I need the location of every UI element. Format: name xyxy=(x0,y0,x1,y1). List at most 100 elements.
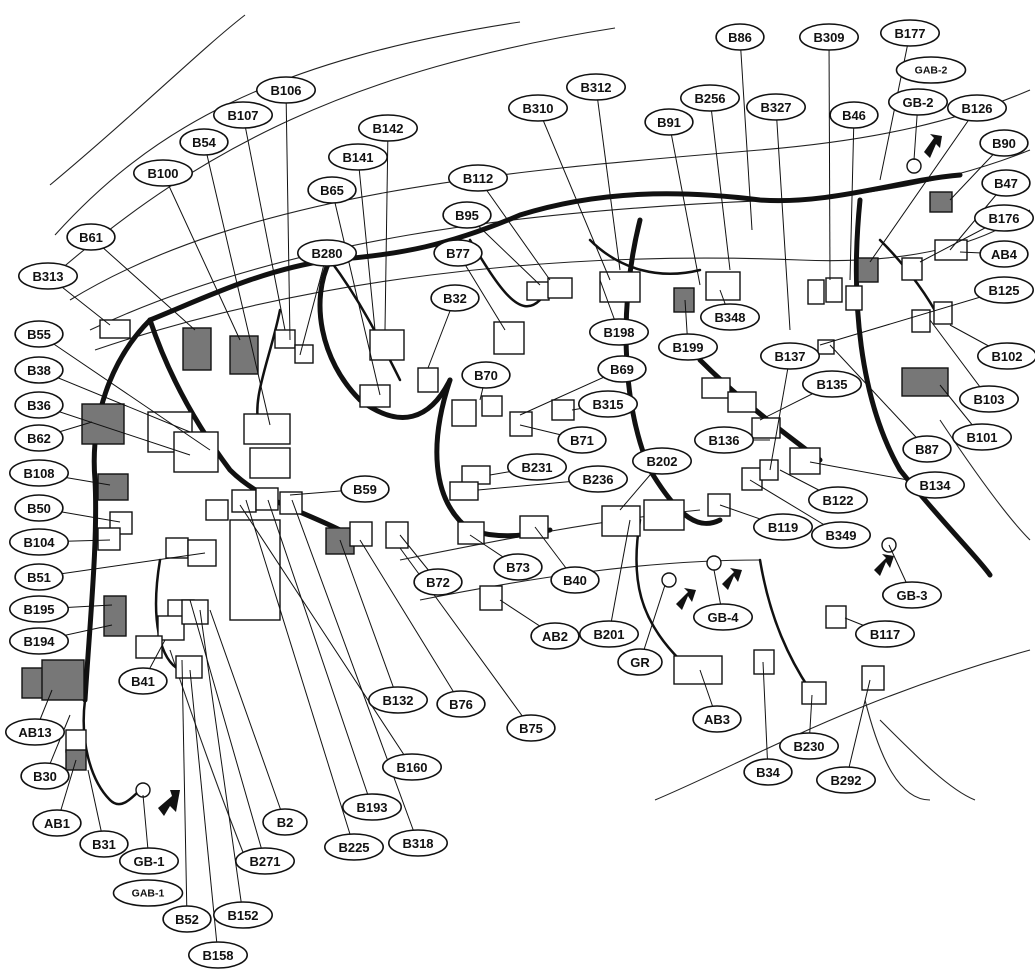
label-text: B318 xyxy=(402,836,433,851)
leader-line xyxy=(929,319,990,400)
label-ellipse xyxy=(887,88,948,116)
connector-label-b50: B50 xyxy=(14,494,64,522)
label-ellipse xyxy=(692,603,753,631)
label-text: B152 xyxy=(227,908,258,923)
label-ellipse xyxy=(506,453,567,481)
label-text: B225 xyxy=(338,840,369,855)
label-ellipse xyxy=(119,847,180,875)
connector-label-b31: B31 xyxy=(79,830,129,858)
label-ellipse xyxy=(979,240,1029,268)
connector-label-b77: B77 xyxy=(433,239,483,267)
connector-label-gb-1: GB-1 xyxy=(119,847,180,875)
label-ellipse xyxy=(699,303,760,331)
label-text: B158 xyxy=(202,948,233,963)
connector-label-b348: B348 xyxy=(699,303,760,331)
label-ellipse xyxy=(327,143,388,171)
label-text: B348 xyxy=(714,310,745,325)
label-ellipse xyxy=(14,494,64,522)
label-ellipse xyxy=(810,521,871,549)
connector-label-b72: B72 xyxy=(413,568,463,596)
leader-line xyxy=(38,333,211,451)
label-text: B309 xyxy=(813,30,844,45)
label-ellipse xyxy=(14,320,64,348)
label-text: B72 xyxy=(426,575,450,590)
label-ellipse xyxy=(387,829,448,857)
label-text: B70 xyxy=(474,368,498,383)
leader-line xyxy=(668,121,701,286)
label-ellipse xyxy=(14,391,64,419)
label-text: GR xyxy=(630,655,650,670)
label-ellipse xyxy=(631,447,692,475)
leader-line xyxy=(709,97,731,271)
label-text: B108 xyxy=(23,466,54,481)
label-text: B61 xyxy=(79,230,103,245)
label-ellipse xyxy=(759,342,820,370)
label-text: B90 xyxy=(992,136,1016,151)
leader-line xyxy=(181,659,188,920)
label-text: B102 xyxy=(991,349,1022,364)
label-ellipse xyxy=(20,762,70,790)
label-ellipse xyxy=(461,361,511,389)
label-ellipse xyxy=(493,553,543,581)
label-text: B271 xyxy=(249,854,280,869)
label-ellipse xyxy=(557,426,607,454)
leader-line xyxy=(339,539,399,701)
label-text: B160 xyxy=(396,760,427,775)
connector-label-b103: B103 xyxy=(958,385,1019,413)
connector-label-b195: B195 xyxy=(8,595,70,623)
connector-label-b106: B106 xyxy=(255,76,316,104)
label-ellipse xyxy=(565,73,626,101)
connector-label-b2: B2 xyxy=(262,808,308,836)
label-text: B280 xyxy=(311,246,342,261)
connector-label-b71: B71 xyxy=(557,426,607,454)
connector-label-b87: B87 xyxy=(902,435,952,463)
label-text: GAB-2 xyxy=(915,65,948,77)
label-ellipse xyxy=(745,93,806,121)
label-text: B125 xyxy=(988,283,1019,298)
label-ellipse xyxy=(235,847,296,875)
label-text: B2 xyxy=(277,815,294,830)
label-ellipse xyxy=(506,714,556,742)
label-text: B50 xyxy=(27,501,51,516)
leader-line xyxy=(775,106,791,331)
label-ellipse xyxy=(815,766,876,794)
label-ellipse xyxy=(8,528,70,556)
label-text: B54 xyxy=(192,135,217,150)
connector-label-b201: B201 xyxy=(578,620,639,648)
connector-label-b141: B141 xyxy=(327,143,388,171)
ground-terminals xyxy=(135,158,922,798)
label-ellipse xyxy=(743,758,793,786)
label-text: B112 xyxy=(463,171,493,186)
connector-label-b292: B292 xyxy=(815,766,876,794)
label-ellipse xyxy=(973,204,1034,232)
label-text: B34 xyxy=(756,765,781,780)
label-text: AB3 xyxy=(704,712,730,727)
label-ellipse xyxy=(644,108,694,136)
label-text: B87 xyxy=(915,442,939,457)
label-text: B36 xyxy=(27,398,51,413)
connector-label-b73: B73 xyxy=(493,553,543,581)
label-text: B95 xyxy=(455,208,479,223)
connector-label-b55: B55 xyxy=(14,320,64,348)
leader-line xyxy=(189,669,219,956)
label-ellipse xyxy=(436,690,486,718)
connector-label-b119: B119 xyxy=(752,513,813,541)
label-text: B312 xyxy=(580,80,611,95)
label-text: B236 xyxy=(582,472,613,487)
label-text: B126 xyxy=(961,101,992,116)
connector-label-b52: B52 xyxy=(162,905,212,933)
label-ellipse xyxy=(692,705,742,733)
leader-line xyxy=(608,519,631,635)
label-text: B202 xyxy=(646,454,677,469)
label-text: B256 xyxy=(694,91,725,106)
label-ellipse xyxy=(32,809,82,837)
label-ellipse xyxy=(14,356,64,384)
label-ellipse xyxy=(798,23,859,51)
connector-label-b134: B134 xyxy=(904,471,965,499)
label-ellipse xyxy=(447,164,508,192)
label-ellipse xyxy=(567,465,628,493)
label-text: AB2 xyxy=(542,629,568,644)
connector-label-b36: B36 xyxy=(14,391,64,419)
connector-label-b194: B194 xyxy=(8,627,70,655)
